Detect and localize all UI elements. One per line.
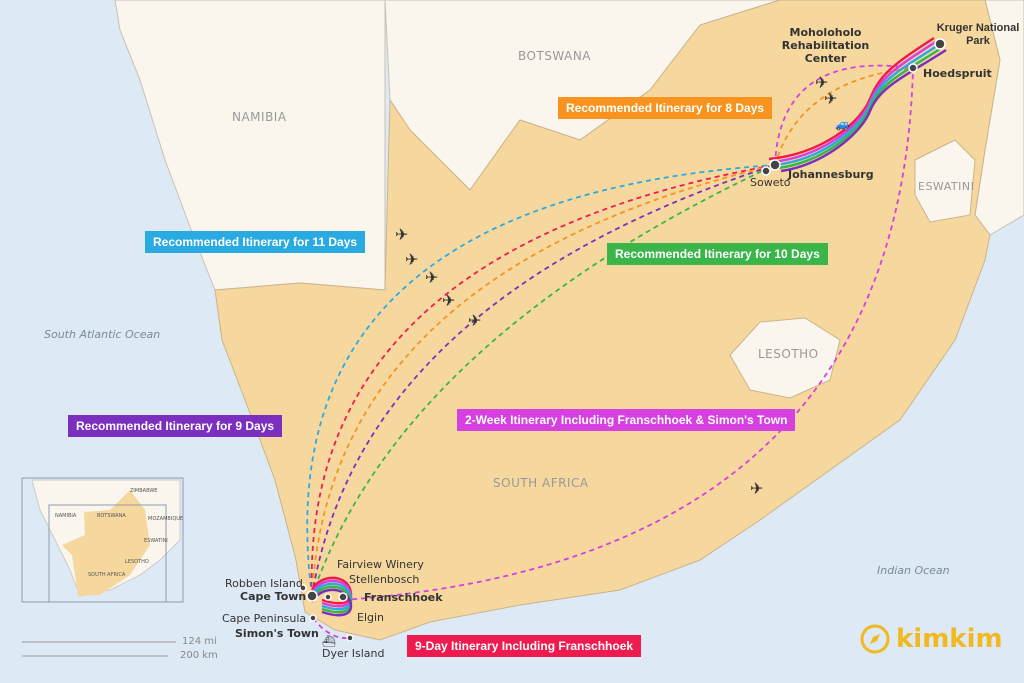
marker-hoedspruit [908, 63, 918, 73]
flight-route [311, 164, 776, 597]
marker-dyer [346, 634, 354, 642]
airplane-icon: ✈ [405, 250, 418, 269]
marker-cape-town [306, 590, 318, 602]
flight-route [342, 67, 914, 601]
marker-soweto [761, 166, 771, 176]
driving-route [310, 588, 353, 617]
ocean-atlantic: South Atlantic Ocean [44, 328, 161, 341]
country-south-africa: SOUTH AFRICA [493, 476, 589, 490]
place-peninsula: Cape Peninsula [222, 612, 307, 625]
eswatini-land [914, 139, 976, 223]
airplane-icon: ✈ [395, 225, 408, 244]
inset-mozambique: MOZAMBIQUE [148, 516, 184, 522]
country-eswatini: ESWATINI [918, 180, 975, 193]
place-moholoholo: Moholoholo Rehabilitation Center [781, 26, 870, 65]
ocean-indian: Indian Ocean [877, 564, 950, 577]
scale-km: 200 km [180, 650, 218, 661]
flight-route [774, 64, 914, 166]
airplane-icon: ✈ [824, 89, 837, 108]
compass-icon [860, 624, 890, 654]
place-kruger: Kruger National Park [936, 22, 1020, 47]
place-soweto: Soweto [750, 176, 791, 189]
place-hoedspruit: Hoedspruit [923, 67, 992, 80]
logo-text: kimkim [896, 624, 1003, 654]
place-robben: Robben Island [225, 577, 303, 590]
marker-franschhoek [338, 592, 348, 602]
kimkim-logo: kimkim [860, 624, 1003, 654]
marker-stellenbosch [324, 593, 332, 601]
legend-9-days: Recommended Itinerary for 9 Days [68, 415, 283, 437]
boat-icon: ⛴ [322, 635, 336, 648]
airplane-icon: ✈ [750, 479, 763, 498]
airplane-icon: ✈ [468, 311, 481, 330]
inset-eswatini: ESWATINI [144, 538, 168, 544]
inset-namibia: NAMIBIA [55, 513, 77, 519]
country-lesotho: LESOTHO [758, 347, 819, 361]
legend-11-days: Recommended Itinerary for 11 Days [145, 231, 366, 253]
marker-johannesburg [769, 159, 781, 171]
place-johannesburg: Johannesburg [788, 168, 874, 181]
place-franschhoek: Franschhoek [364, 591, 443, 604]
legend-9-day-franschhoek: 9-Day Itinerary Including Franschhoek [407, 635, 642, 657]
airplane-icons: ✈ ✈ ✈ ✈ ✈ ✈ ✈ ✈ 🚙 ⛴ [322, 73, 850, 648]
marker-simons-town [309, 614, 317, 622]
country-namibia: NAMIBIA [232, 110, 287, 124]
place-simons-town: Simon's Town [235, 627, 319, 640]
inset-south-africa: SOUTH AFRICA [88, 572, 126, 578]
namibia-land [114, 0, 386, 291]
place-cape-town: Cape Town [240, 590, 307, 603]
airplane-icon: ✈ [815, 73, 828, 92]
inset-map [21, 477, 184, 657]
inset-zimbabwe: ZIMBABWE [130, 488, 158, 494]
country-botswana: BOTSWANA [518, 49, 592, 63]
airplane-icon: ✈ [425, 268, 438, 287]
marker-kruger [934, 38, 946, 50]
scale-miles: 124 mi [182, 636, 217, 647]
place-dyer: Dyer Island [322, 647, 385, 660]
place-stellenbosch: Stellenbosch [349, 573, 420, 586]
car-icon: 🚙 [835, 117, 850, 131]
flight-route [311, 164, 776, 597]
legend-8-days: Recommended Itinerary for 8 Days [558, 97, 773, 119]
legend-2-week: 2-Week Itinerary Including Franschhoek &… [457, 409, 796, 431]
place-markers [299, 38, 946, 642]
place-fairview: Fairview Winery [337, 558, 424, 571]
inset-botswana: BOTSWANA [97, 513, 126, 519]
flight-route [306, 164, 776, 597]
flight-route [310, 164, 776, 597]
marker-robben [299, 584, 307, 592]
inset-lesotho: LESOTHO [125, 559, 149, 565]
legend-10-days: Recommended Itinerary for 10 Days [607, 243, 828, 265]
airplane-icon: ✈ [442, 291, 455, 310]
place-elgin: Elgin [357, 611, 385, 624]
